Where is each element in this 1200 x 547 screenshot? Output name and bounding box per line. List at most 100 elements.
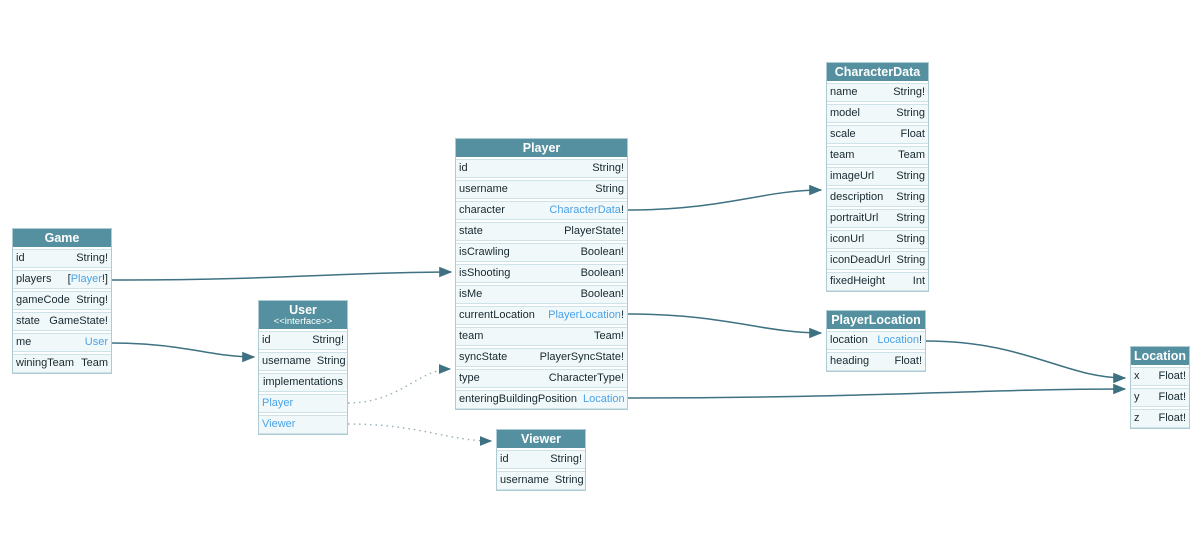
field-name: y <box>1134 391 1140 403</box>
field-type: [Player!] <box>68 271 108 288</box>
type-link[interactable]: Player <box>70 273 102 285</box>
field-row-player-isShooting[interactable]: isShooting Boolean! <box>456 264 627 283</box>
table-header-playerlocation[interactable]: PlayerLocation <box>827 311 925 329</box>
field-type: Float! <box>1158 412 1186 424</box>
field-type: Team <box>898 149 925 161</box>
table-title: PlayerLocation <box>831 313 921 327</box>
implementation-link[interactable]: Player <box>262 397 294 409</box>
field-type: String! <box>312 334 344 346</box>
field-type: Boolean! <box>580 267 624 279</box>
table-header-user[interactable]: User<<interface>> <box>259 301 347 329</box>
field-type: Boolean! <box>580 246 624 258</box>
field-name: name <box>830 86 858 98</box>
type-link[interactable]: CharacterData <box>549 204 621 216</box>
field-row-characterdata-fixedHeight[interactable]: fixedHeight Int <box>827 272 928 291</box>
field-type: String! <box>592 162 624 174</box>
label-row-user-implementations[interactable]: implementations <box>259 373 347 392</box>
field-row-location-z[interactable]: z Float! <box>1131 409 1189 428</box>
table-header-viewer[interactable]: Viewer <box>497 430 585 448</box>
field-type: String <box>896 170 925 182</box>
field-name: fixedHeight <box>830 275 886 287</box>
table-header-characterdata[interactable]: CharacterData <box>827 63 928 81</box>
table-title: Game <box>44 231 80 245</box>
field-name: heading <box>830 355 870 367</box>
field-name: implementations <box>262 376 344 388</box>
type-link[interactable]: Location <box>877 334 919 346</box>
field-name: state <box>459 225 483 237</box>
type-link[interactable]: User <box>84 336 108 348</box>
field-name: state <box>16 315 40 327</box>
type-link[interactable]: PlayerLocation <box>548 309 621 321</box>
field-name: gameCode <box>16 294 70 306</box>
table-header-player[interactable]: Player <box>456 139 627 157</box>
edge-User.Player-to-Player <box>347 364 452 404</box>
type-text: ! <box>620 309 624 321</box>
field-type: String <box>595 183 624 195</box>
field-type: Team! <box>594 330 624 342</box>
typelink-row-user-Viewer[interactable]: Viewer <box>259 415 347 434</box>
table-header-game[interactable]: Game <box>13 229 111 247</box>
edge-Game.me-to-User <box>111 342 256 363</box>
field-name: location <box>830 334 868 346</box>
implementation-link[interactable]: Viewer <box>262 418 296 430</box>
edge-Player.character-to-CharacterData <box>627 184 823 211</box>
field-name: team <box>830 149 855 161</box>
table-title: Player <box>522 141 561 155</box>
table-header-location[interactable]: Location <box>1131 347 1189 365</box>
field-name: isShooting <box>459 267 511 279</box>
field-type: String! <box>76 252 108 264</box>
field-row-characterdata-team[interactable]: team Team <box>827 146 928 165</box>
table-title: Location <box>1133 349 1187 363</box>
field-type: Location <box>583 391 625 408</box>
typelink-row-user-Player[interactable]: Player <box>259 394 347 413</box>
field-name: z <box>1134 412 1140 424</box>
field-type: Boolean! <box>580 288 624 300</box>
table-title: CharacterData <box>834 65 921 79</box>
field-type: Int <box>912 275 925 287</box>
field-name: scale <box>830 128 856 140</box>
type-link[interactable]: Location <box>583 393 625 405</box>
field-row-game-players[interactable]: players[Player!] <box>13 270 111 289</box>
field-name: username <box>262 355 311 367</box>
